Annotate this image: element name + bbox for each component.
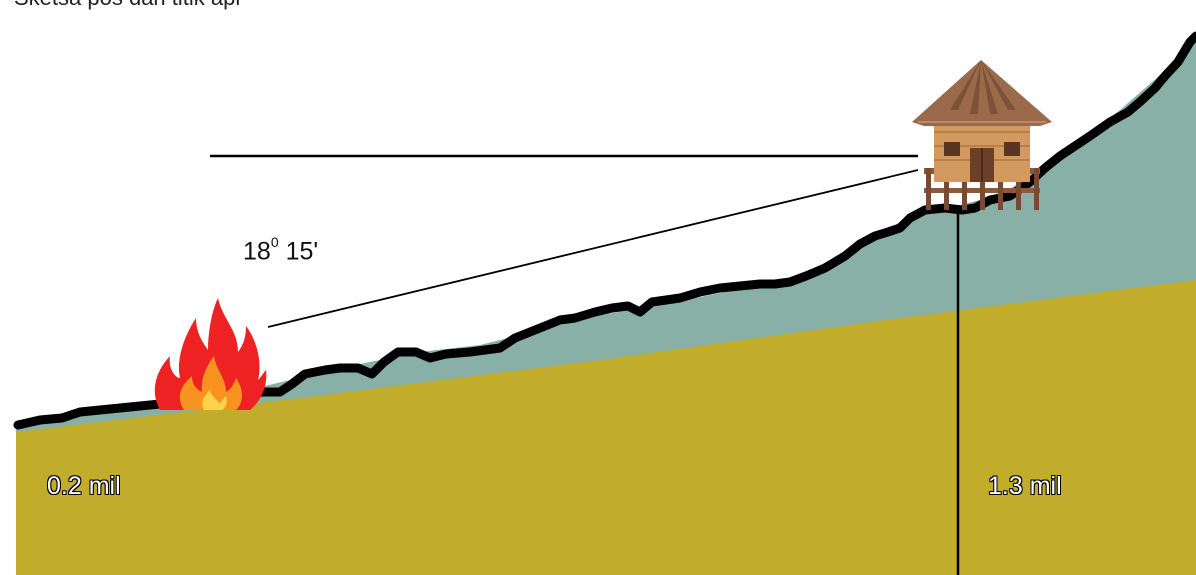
sight-line	[267, 169, 919, 328]
angle-minutes: 15'	[285, 237, 319, 266]
angle-degree-mark: 0	[270, 234, 279, 250]
distance-label-right: 1.3 mil	[988, 472, 1062, 500]
hut-icon	[912, 60, 1052, 210]
distance-label-left: 0.2 mil	[47, 472, 121, 500]
angle-label: 180 15'	[243, 234, 319, 266]
fire-icon	[154, 298, 267, 410]
ground-layer	[16, 280, 1196, 575]
diagram-title: Sketsa pos dan titik api	[14, 0, 240, 11]
angle-degrees: 18	[243, 237, 271, 266]
